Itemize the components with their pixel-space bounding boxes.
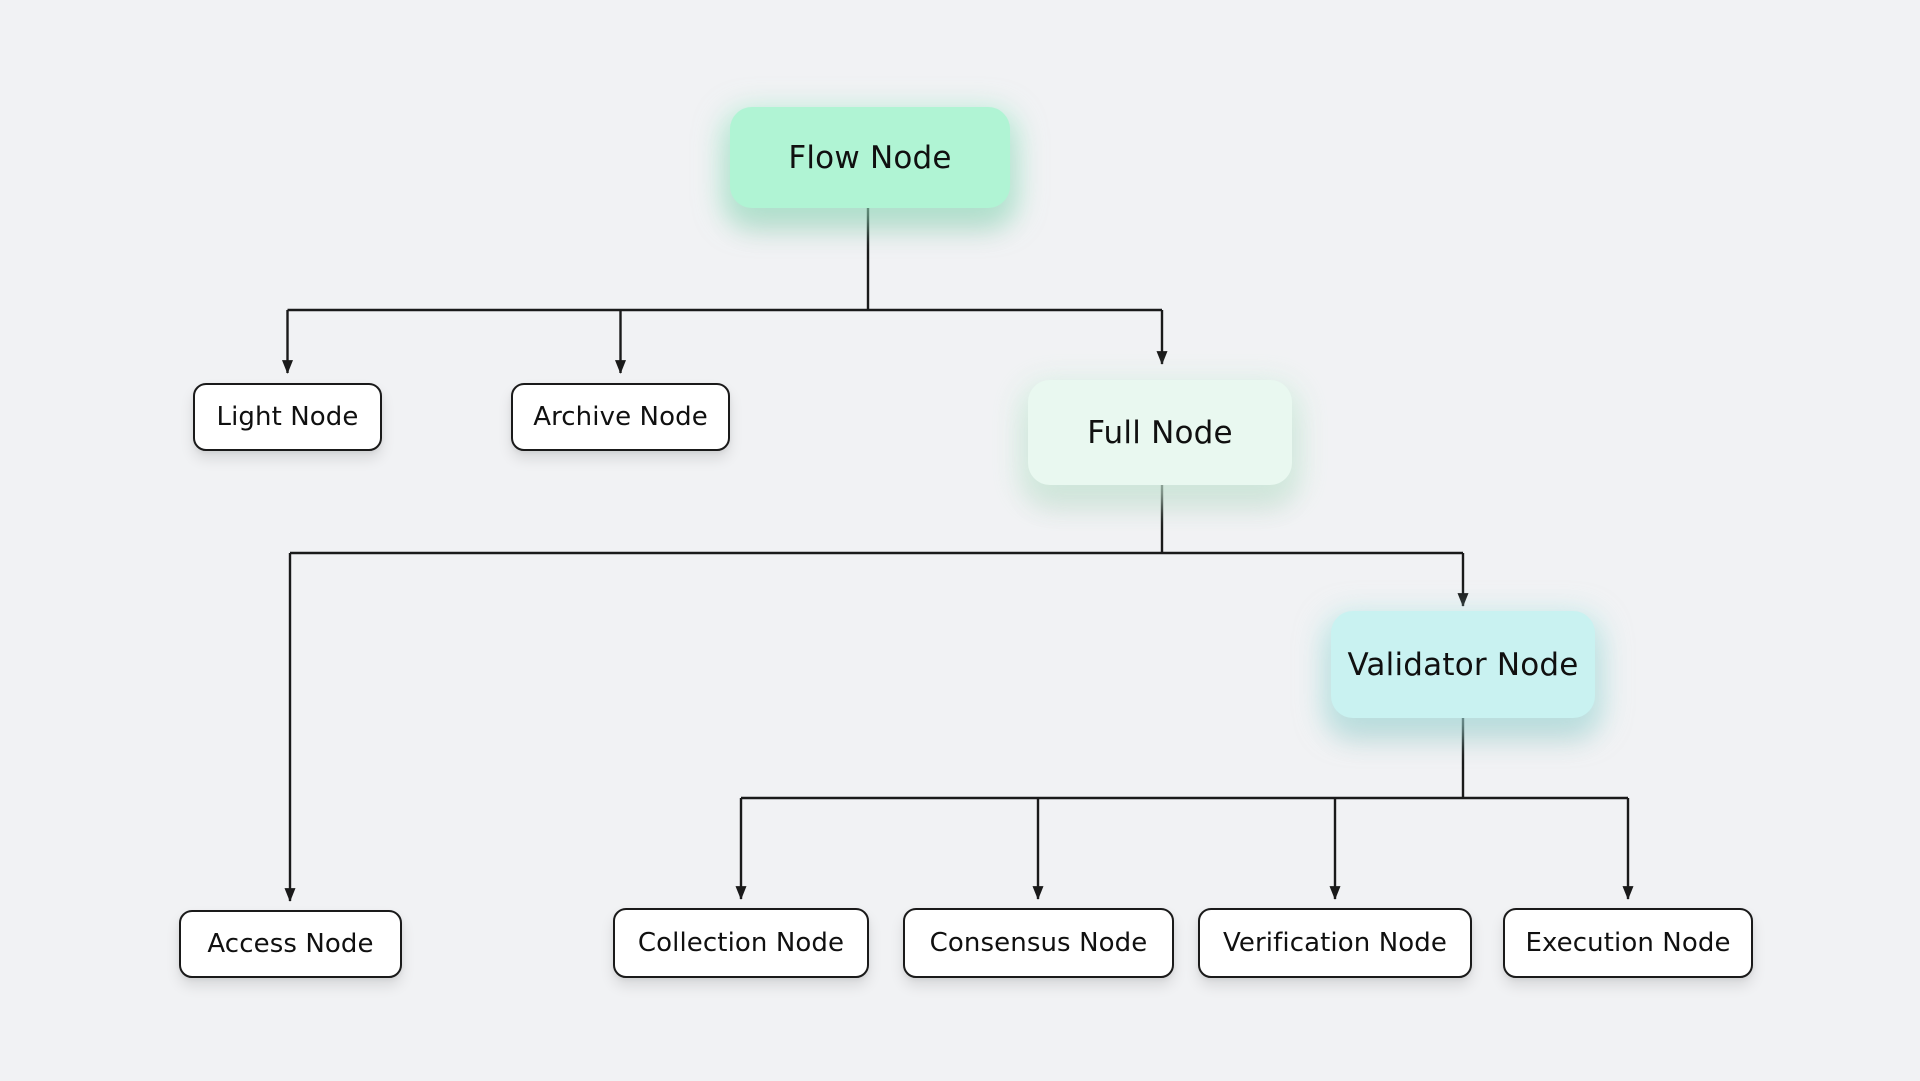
node-consensus: Consensus Node <box>903 908 1174 978</box>
node-full: Full Node <box>1028 380 1292 485</box>
node-collection: Collection Node <box>613 908 869 978</box>
node-access: Access Node <box>179 910 402 978</box>
node-execution: Execution Node <box>1503 908 1753 978</box>
node-light: Light Node <box>193 383 382 451</box>
node-verification: Verification Node <box>1198 908 1472 978</box>
node-validator: Validator Node <box>1331 611 1595 718</box>
node-collection-label: Collection Node <box>637 928 845 958</box>
node-light-label: Light Node <box>216 402 359 432</box>
node-execution-label: Execution Node <box>1525 928 1731 958</box>
node-flow-label: Flow Node <box>788 139 952 176</box>
node-full-label: Full Node <box>1087 414 1233 451</box>
node-validator-label: Validator Node <box>1347 646 1579 683</box>
node-verification-label: Verification Node <box>1223 928 1447 958</box>
node-access-label: Access Node <box>207 929 374 959</box>
node-archive: Archive Node <box>511 383 730 451</box>
node-consensus-label: Consensus Node <box>929 928 1148 958</box>
node-flow: Flow Node <box>730 107 1010 208</box>
node-archive-label: Archive Node <box>533 402 708 432</box>
